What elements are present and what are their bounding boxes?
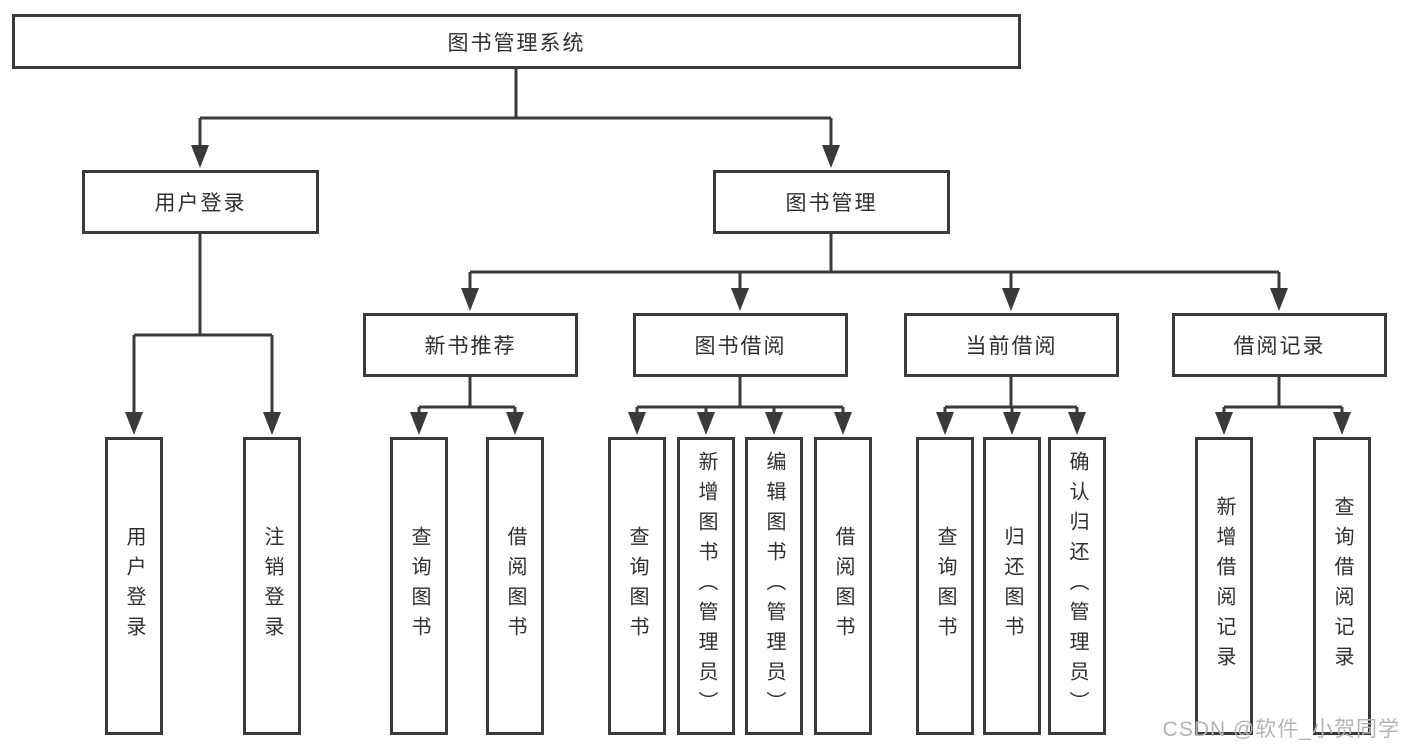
csdn-watermark: CSDN @软件_小贺同学 [1162, 718, 1400, 741]
leaf-add-books-admin: 新增图书（管理员） [677, 437, 735, 735]
node-label: 注销登录 [261, 526, 283, 646]
arrowhead-icon [125, 412, 143, 435]
node-label: 借阅记录 [1233, 335, 1326, 358]
node-label: 用户登录 [123, 526, 145, 646]
leaf-user-login: 用户登录 [105, 437, 163, 735]
node-label: 归还图书 [1001, 526, 1023, 646]
node-root: 图书管理系统 [12, 14, 1021, 69]
node-label: 查询图书 [934, 526, 956, 646]
arrowhead-icon [1215, 412, 1233, 435]
node-label: 查询图书 [408, 526, 430, 646]
arrowhead-icon [506, 412, 524, 435]
node-new-book-recommendation: 新书推荐 [363, 313, 578, 377]
leaf-query-books-borrowing: 查询图书 [608, 437, 666, 735]
arrowhead-icon [628, 412, 646, 435]
leaf-query-books-current: 查询图书 [916, 437, 974, 735]
connector-root [191, 69, 840, 168]
node-label: 图书借阅 [694, 335, 787, 358]
arrowhead-icon [263, 412, 281, 435]
node-label: 图书管理 [785, 192, 878, 215]
leaf-add-borrow-record: 新增借阅记录 [1195, 437, 1253, 735]
node-label: 新书推荐 [424, 335, 517, 358]
node-label: 编辑图书（管理员） [763, 451, 785, 721]
node-current-borrowing: 当前借阅 [904, 313, 1119, 377]
leaf-borrow-books-recommend: 借阅图书 [486, 437, 544, 735]
node-label: 当前借阅 [965, 335, 1058, 358]
connector-book-management [461, 234, 1288, 311]
node-label: 借阅图书 [832, 526, 854, 646]
leaf-return-books: 归还图书 [983, 437, 1041, 735]
connector-book-borrowing [628, 377, 852, 435]
leaf-borrow-books-borrowing: 借阅图书 [814, 437, 872, 735]
arrowhead-icon [822, 145, 840, 168]
connector-new-book [410, 377, 524, 435]
node-label: 新增借阅记录 [1213, 496, 1235, 676]
arrowhead-icon [1003, 412, 1021, 435]
arrowhead-icon [191, 145, 209, 168]
node-label: 查询借阅记录 [1331, 496, 1353, 676]
leaf-logout: 注销登录 [243, 437, 301, 735]
node-book-management: 图书管理 [713, 170, 950, 234]
arrowhead-icon [1270, 288, 1288, 311]
node-label: 新增图书（管理员） [695, 451, 717, 721]
arrowhead-icon [1068, 412, 1086, 435]
arrowhead-icon [461, 288, 479, 311]
leaf-query-borrow-record: 查询借阅记录 [1313, 437, 1371, 735]
arrowhead-icon [936, 412, 954, 435]
arrowhead-icon [1002, 288, 1020, 311]
node-label: 查询图书 [626, 526, 648, 646]
node-label: 确认归还（管理员） [1066, 451, 1088, 721]
arrowhead-icon [697, 412, 715, 435]
arrowhead-icon [765, 412, 783, 435]
node-label: 借阅图书 [504, 526, 526, 646]
leaf-query-books-recommend: 查询图书 [390, 437, 448, 735]
connector-borrowing-records [1215, 377, 1351, 435]
node-book-borrowing: 图书借阅 [633, 313, 848, 377]
arrowhead-icon [834, 412, 852, 435]
leaf-edit-books-admin: 编辑图书（管理员） [745, 437, 803, 735]
node-label: 图书管理系统 [447, 31, 586, 55]
node-borrowing-records: 借阅记录 [1172, 313, 1387, 377]
connector-user-login [125, 234, 281, 435]
arrowhead-icon [731, 288, 749, 311]
leaf-confirm-return-admin: 确认归还（管理员） [1048, 437, 1106, 735]
node-label: 用户登录 [154, 192, 247, 215]
connector-current-borrowing [936, 377, 1086, 435]
arrowhead-icon [410, 412, 428, 435]
arrowhead-icon [1333, 412, 1351, 435]
node-user-login: 用户登录 [82, 170, 319, 234]
